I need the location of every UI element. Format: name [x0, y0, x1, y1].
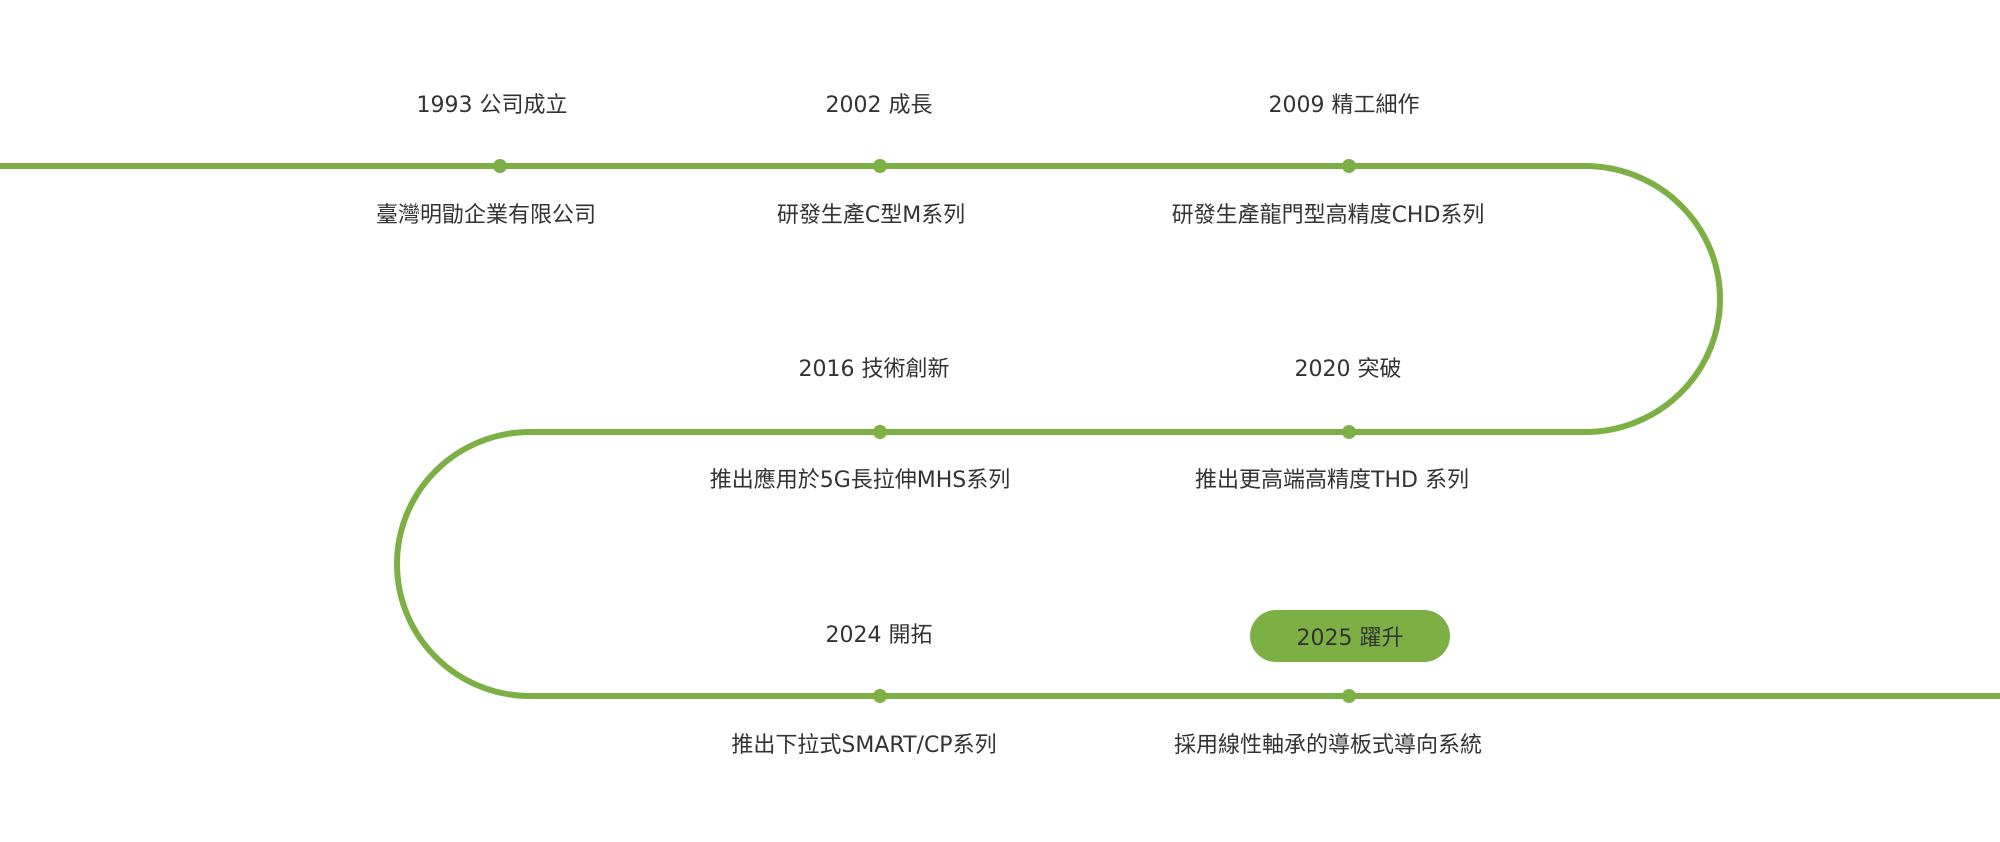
milestone-description-1993: 臺灣明勖企業有限公司	[375, 203, 597, 228]
milestone-description-2025: 採用線性軸承的導板式導向系統	[1173, 733, 1483, 758]
milestone-title-2016: 2016 技術創新	[798, 357, 950, 382]
milestone-dot-2025	[1342, 689, 1356, 703]
milestone-dot-2002	[873, 159, 887, 173]
milestone-title-2025: 2025 躍升	[1296, 626, 1404, 651]
milestone-description-2020: 推出更高端高精度THD 系列	[1195, 468, 1469, 493]
milestone-title-2002: 2002 成長	[825, 93, 933, 118]
milestone-dot-2020	[1342, 425, 1356, 439]
milestone-dot-2016	[873, 425, 887, 439]
milestone-dot-2009	[1342, 159, 1356, 173]
milestone-title-2009: 2009 精工細作	[1268, 93, 1420, 118]
milestone-dot-1993	[493, 159, 507, 173]
timeline-line	[0, 163, 2000, 699]
milestone-description-2016: 推出應用於5G長拉伸MHS系列	[709, 468, 1011, 493]
milestone-title-2024: 2024 開拓	[825, 623, 933, 648]
milestone-dot-2024	[873, 689, 887, 703]
milestone-description-2002: 研發生產C型M系列	[776, 203, 966, 228]
milestone-description-2009: 研發生產龍門型高精度CHD系列	[1171, 203, 1485, 228]
milestone-title-1993: 1993 公司成立	[416, 93, 568, 118]
milestone-title-2020: 2020 突破	[1294, 357, 1402, 382]
milestone-description-2024: 推出下拉式SMART/CP系列	[731, 733, 997, 758]
milestone-highlight-badge-2025: 2025 躍升	[1250, 610, 1450, 662]
